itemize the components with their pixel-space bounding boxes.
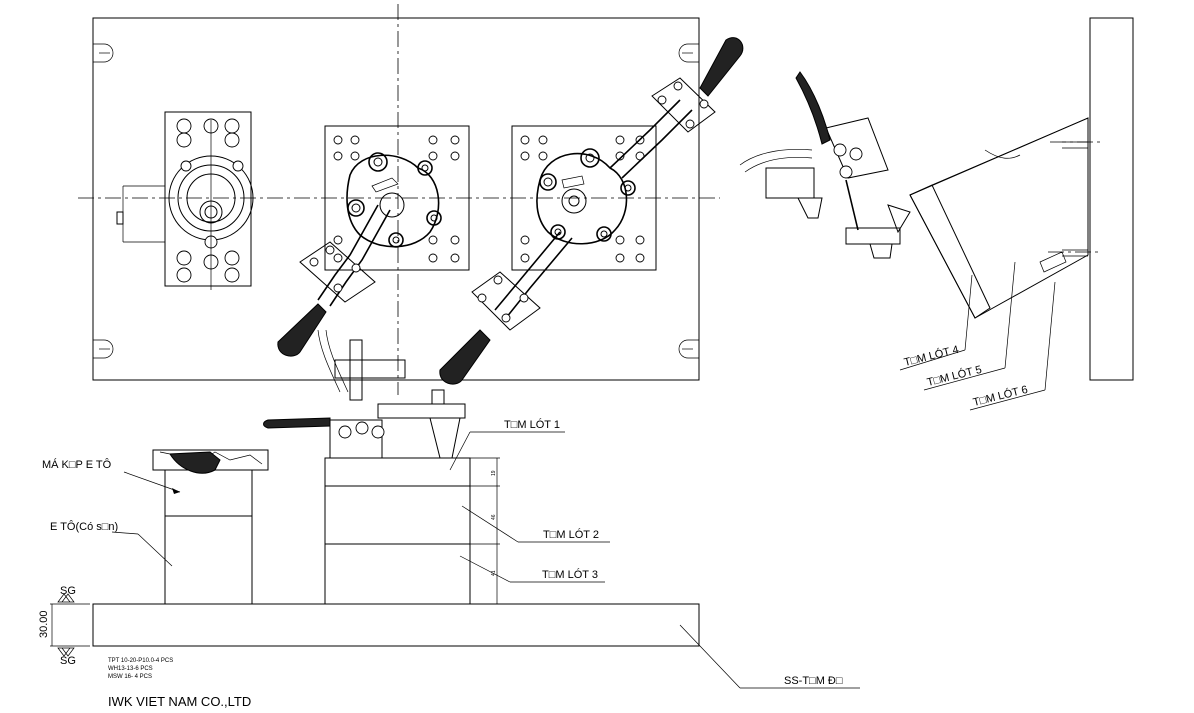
leader-lines [111,261,1056,689]
dimension-41: 41 [491,570,497,576]
front-view [92,329,700,647]
tam-lot-3 [324,543,471,605]
label-tam-lot-5: T□M LÓT 5 [926,363,983,389]
company-name: IWK VIET NAM CO.,LTD [108,694,251,709]
label-ss-tam-de: SS-T□M Đ□ [784,675,843,687]
left-fixture [116,111,254,290]
label-sg-bottom: SG [60,655,76,667]
dimension-30: 30.00 [38,610,50,638]
base-plate [92,603,700,647]
clamp-arm-mid [439,231,573,385]
dimension-46: 46 [491,514,497,520]
note-line: MSW 16- 4 PCS [108,674,152,680]
side-view [739,17,1134,381]
label-e-to: E TÔ(Có s□n) [50,520,118,533]
label-tam-lot-6: T□M LÓT 6 [972,383,1029,409]
label-sg-top: SG [60,585,76,597]
label-tam-lot-3: T□M LÓT 3 [542,568,598,581]
note-line: TPT 10-20-P10.0-4 PCS [108,658,173,664]
dimension-19: 19 [491,470,497,476]
label-tam-lot-2: T□M LÓT 2 [543,528,599,541]
vise-body [164,515,253,605]
clamp-arm-right [609,37,744,179]
label-tam-lot-4: T□M LÓT 4 [903,343,960,369]
corner-slot [93,43,699,359]
clamp-arm-left [277,204,391,357]
tam-lot-1 [324,457,471,487]
right-fixture [511,125,657,271]
height-dimension [50,593,90,657]
tam-lot-2 [324,485,471,545]
top-plate-view [78,4,744,395]
side-plate [1089,17,1134,381]
note-line: WH13-13-6 PCS [108,666,153,672]
label-tam-lot-1: T□M LÓT 1 [504,418,560,431]
label-ma-kep: MÁ K□P E TÔ [42,458,112,471]
middle-fixture [324,125,470,271]
